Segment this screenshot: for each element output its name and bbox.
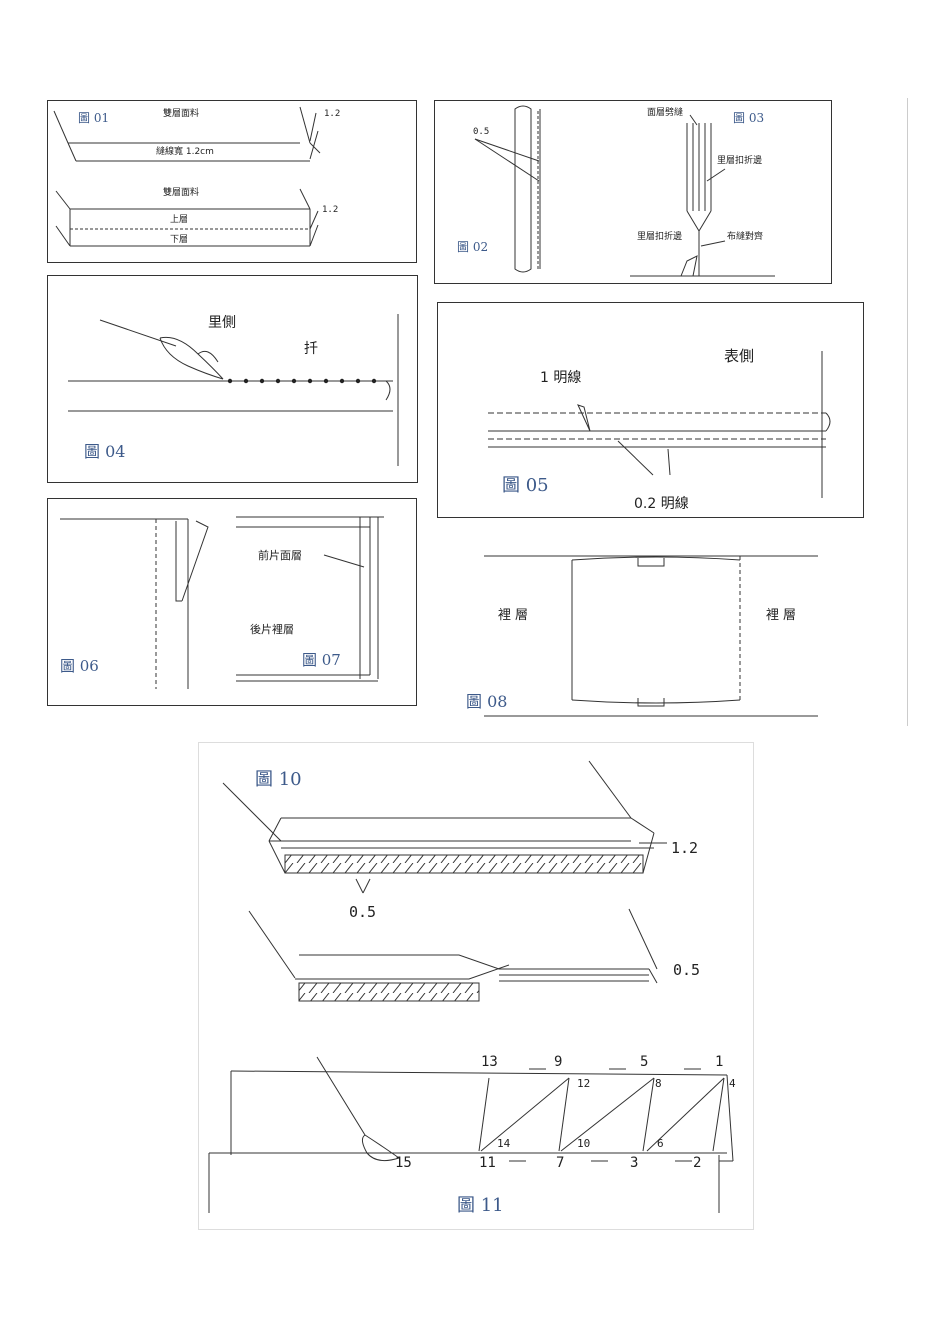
- figure-06-label: 圖 06: [60, 657, 99, 675]
- lining-right-label: 裡層: [766, 608, 801, 623]
- stitch-number-5: 5: [640, 1054, 649, 1070]
- lining-left-label: 裡層: [498, 608, 533, 623]
- stitch-number-4: 4: [729, 1077, 736, 1090]
- page-divider: [907, 98, 908, 726]
- double-layer-fabric-label: 雙層面料: [163, 109, 200, 119]
- figure-11-label: 圖 11: [457, 1195, 504, 1216]
- figure-05-drawing: [488, 351, 831, 498]
- seam-align-label: 布縫對齊: [727, 232, 764, 242]
- topstitch-0-2-label: 0.2 明線: [634, 496, 689, 512]
- figure-08-panel: 裡層 裡層 圖 08: [448, 540, 828, 720]
- front-outer-label: 前片面層: [258, 549, 302, 562]
- figure-10-11-drawing: [208, 760, 734, 1213]
- figure-05-panel: 表側 1 明線 0.2 明線 圖 05: [437, 302, 864, 518]
- fig10-dim-1-2: 1.2: [671, 839, 699, 857]
- stitch-number-3: 3: [630, 1155, 639, 1171]
- upper-layer-label: 上層: [170, 215, 189, 225]
- inside-label: 里側: [208, 315, 236, 331]
- stitch-number-9: 9: [554, 1054, 563, 1070]
- outside-label: 表側: [724, 347, 755, 365]
- dim-1-2-label: 1.2: [324, 109, 341, 119]
- figure-10-11-panel: 圖 10 1.2 0.5 0.5 13 9 5 1 12 8 4 14 10 6…: [198, 742, 754, 1230]
- lower-layer-label: 下層: [170, 235, 189, 245]
- figure-01-panel: 圖 01 雙層面料 縫線寬 1.2cm 1.2 雙層面料 上層 下層 1.2: [47, 100, 417, 263]
- outer-seam-open-label: 面層劈縫: [647, 108, 684, 118]
- fig10-dim-0-5-bottom: 0.5: [349, 903, 377, 921]
- double-layer-fabric-label-2: 雙層面料: [163, 188, 200, 198]
- back-lining-label: 後片裡層: [250, 623, 294, 636]
- dim-1-2-label-2: 1.2: [322, 205, 339, 215]
- stitch-number-6: 6: [657, 1137, 664, 1150]
- figure-04-panel: 里側 扦 圖 04: [47, 275, 418, 483]
- figure-02-03-drawing: [474, 105, 775, 277]
- figure-06-07-panel: 圖 06 前片面層 後片裡層 圖 07: [47, 498, 417, 706]
- figure-01-drawing: [53, 106, 321, 247]
- stitch-number-13: 13: [481, 1054, 498, 1070]
- figure-08-drawing: [484, 555, 818, 717]
- fig10-dim-0-5-right: 0.5: [673, 961, 701, 979]
- topstitch-1-label: 1 明線: [540, 370, 582, 386]
- figure-06-07-drawing: [60, 516, 384, 689]
- figure-07-label: 圖 07: [302, 651, 341, 669]
- stitch-number-11: 11: [479, 1155, 496, 1171]
- stitch-number-8: 8: [655, 1077, 662, 1090]
- figure-10-label: 圖 10: [255, 769, 302, 790]
- figure-01-label: 圖 01: [78, 111, 110, 125]
- figure-02-03-panel: 0.5 圖 02 圖 03 面層劈縫 里層扣折邊 里層扣折邊 布縫對齊: [434, 100, 832, 284]
- figure-03-label: 圖 03: [733, 111, 765, 125]
- inner-fold-edge-label: 里層扣折邊: [717, 156, 763, 166]
- stitch-number-15: 15: [395, 1155, 412, 1171]
- stitch-number-14: 14: [497, 1137, 511, 1150]
- stitch-number-12: 12: [577, 1077, 591, 1090]
- figure-08-label: 圖 08: [466, 692, 508, 711]
- stitch-number-7: 7: [556, 1155, 565, 1171]
- figure-02-label: 圖 02: [457, 240, 489, 254]
- inner-fold-edge-label-2: 里層扣折邊: [637, 232, 683, 242]
- fig02-dim-label: 0.5: [473, 127, 490, 137]
- blind-stitch-label: 扦: [304, 341, 318, 357]
- stitch-number-1: 1: [715, 1054, 724, 1070]
- seam-width-label: 縫線寬 1.2cm: [156, 147, 214, 157]
- figure-04-label: 圖 04: [84, 442, 126, 461]
- figure-04-drawing: [68, 314, 399, 466]
- stitch-number-10: 10: [577, 1137, 591, 1150]
- figure-05-label: 圖 05: [502, 475, 549, 496]
- stitch-number-2: 2: [693, 1155, 702, 1171]
